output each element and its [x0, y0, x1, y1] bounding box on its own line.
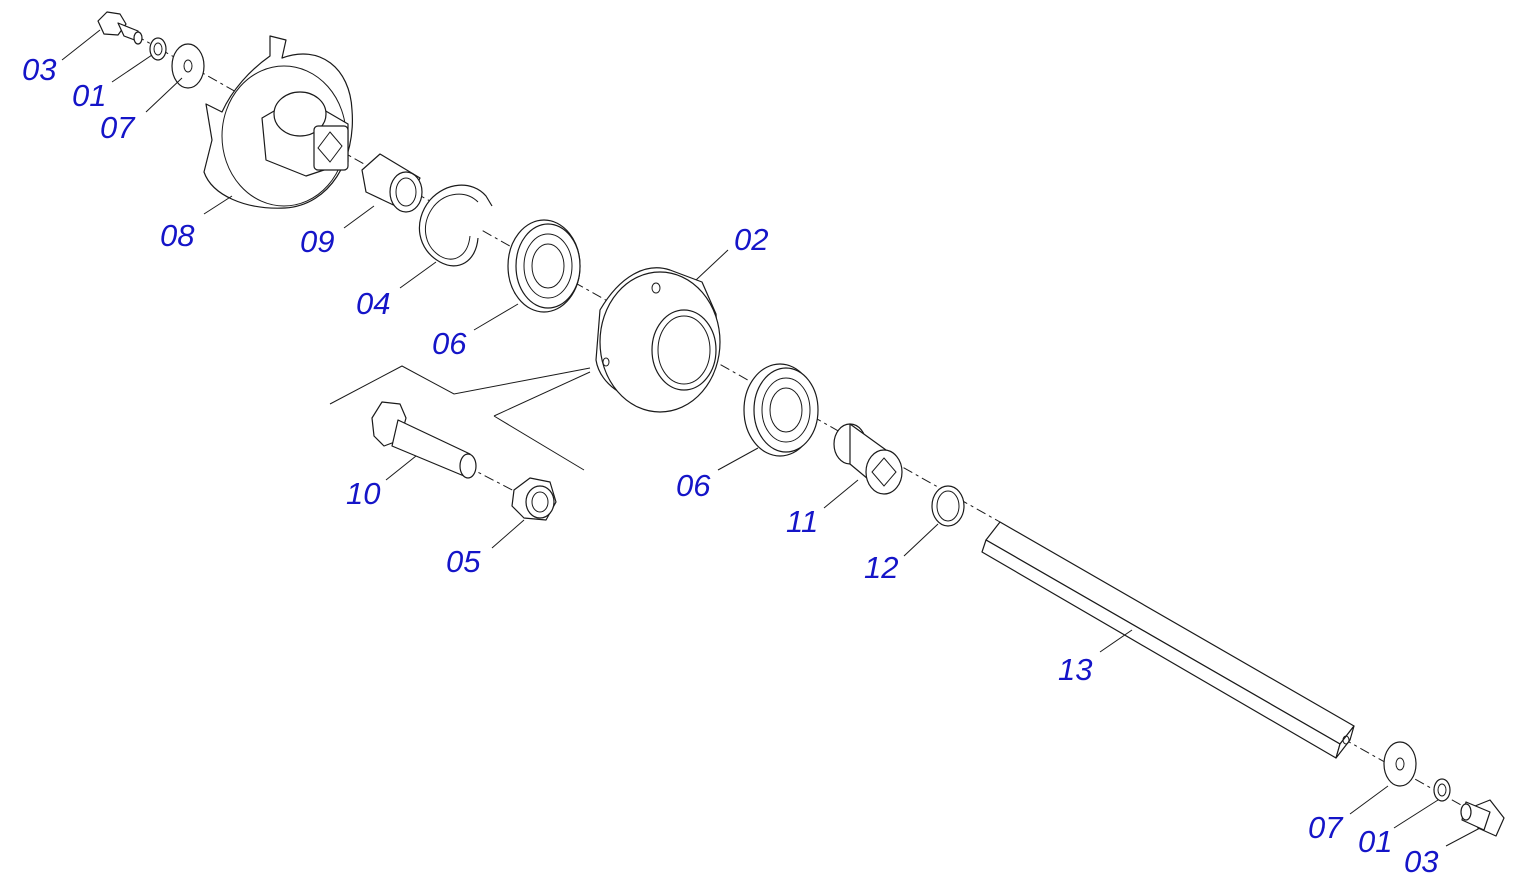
- callout-13: 13: [1058, 652, 1092, 687]
- callout-06-lower: 06: [676, 468, 711, 503]
- lock-nut: [511, 477, 557, 521]
- flat-washer-top: [171, 43, 205, 89]
- callout-07-top: 07: [100, 110, 136, 145]
- callout-08: 08: [160, 218, 195, 253]
- callout-03-bottom: 03: [1404, 844, 1438, 879]
- callout-07-bottom: 07: [1308, 810, 1344, 845]
- callout-03-top: 03: [22, 52, 56, 87]
- lock-washer-bottom: [1433, 778, 1451, 802]
- square-shaft: [981, 521, 1355, 759]
- callout-01-bottom: 01: [1358, 824, 1392, 859]
- callout-05: 05: [446, 544, 481, 579]
- callout-01-top: 01: [72, 78, 106, 113]
- bushing: [361, 153, 423, 213]
- drive-flange: [203, 35, 353, 209]
- lock-washer-top: [149, 37, 167, 61]
- callout-11: 11: [786, 504, 818, 539]
- flat-washer-bottom: [1383, 741, 1417, 787]
- section-lines: [329, 365, 591, 471]
- callout-09: 09: [300, 224, 334, 259]
- bolt-top: [97, 11, 143, 45]
- snap-ring-small: [931, 485, 965, 527]
- leader-lines: [61, 29, 1481, 847]
- bolt-bottom: [1460, 799, 1505, 837]
- callout-labels: 03 01 07 08 09 04 06 02 10 05 06 11 12 1…: [22, 52, 1438, 879]
- callout-04: 04: [356, 286, 390, 321]
- bearing-housing: [595, 267, 721, 413]
- callout-10: 10: [346, 476, 380, 511]
- bearing-upper: [507, 219, 581, 313]
- hex-bolt-long: [371, 401, 477, 479]
- callout-06-upper: 06: [432, 326, 467, 361]
- callout-12: 12: [864, 550, 898, 585]
- retaining-ring-large: [418, 184, 493, 267]
- bearing-lower: [743, 363, 819, 457]
- callout-02: 02: [734, 222, 768, 257]
- shaft-adapter: [833, 423, 903, 495]
